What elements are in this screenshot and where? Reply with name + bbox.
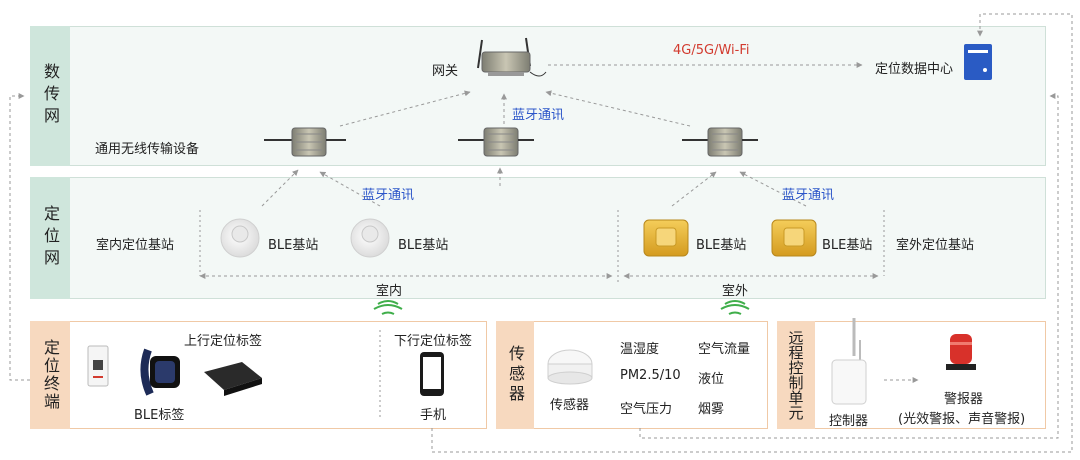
ble-station-label-4: BLE基站 [822, 238, 873, 253]
indoor-station-label: 室内定位基站 [96, 238, 175, 253]
wristband-tag-icon [140, 348, 180, 396]
ble-dome-icon-2 [350, 218, 390, 258]
phone-icon [420, 352, 444, 396]
ble-dome-icon-1 [220, 218, 260, 258]
server-icon [964, 44, 992, 80]
wireless-device-label: 通用无线传输设备 [95, 142, 200, 157]
phone-label: 手机 [420, 408, 447, 423]
gateway-router-icon [477, 37, 547, 77]
uplink-label: 4G/5G/Wi-Fi [673, 43, 750, 58]
transmission-layer-label: 数传网 [30, 26, 70, 166]
indoor-arrow-1 [261, 169, 299, 207]
outdoor-arrow-2 [739, 171, 807, 207]
sensor-device-label: 传感器 [550, 398, 590, 413]
outdoor-arrow-1 [671, 171, 717, 207]
transmission-bluetooth-label: 蓝牙通讯 [512, 108, 565, 123]
box-tag-icon [204, 362, 262, 396]
feedback-loop-left [9, 93, 30, 381]
ble-station-label-3: BLE基站 [696, 238, 747, 253]
sensor-item-humidity: 温湿度 [620, 342, 660, 357]
repeater-left-arrow [339, 90, 471, 127]
feedback-loop-top [431, 13, 1073, 453]
positioning-bluetooth-right: 蓝牙通讯 [782, 188, 835, 203]
alarm-description: (光效警报、声音警报) [898, 412, 1026, 427]
repeater-left-icon [264, 127, 346, 157]
controller-icon [831, 318, 867, 405]
remote-band [777, 321, 1046, 429]
ble-road-stud-icon-2 [771, 219, 817, 257]
repeater-right-icon [682, 127, 758, 157]
positioning-layer-label: 定位网 [30, 177, 70, 299]
ble-tag-label: BLE标签 [134, 408, 185, 423]
gateway-label: 网关 [432, 64, 459, 79]
badge-tag-icon [87, 345, 109, 387]
repeater-right-arrow [545, 90, 691, 127]
sensor-item-smoke: 烟雾 [698, 402, 725, 417]
indoor-label: 室内 [376, 284, 403, 299]
ble-station-label-1: BLE基站 [268, 238, 319, 253]
signal-icon-outdoor [720, 300, 750, 315]
terminal-layer-label: 定位终端 [30, 321, 70, 429]
sensor-device-icon [547, 349, 593, 385]
terminal-band [30, 321, 487, 429]
signal-icon-indoor [373, 300, 403, 315]
sensor-item-liquid: 液位 [698, 372, 725, 387]
sensor-band [496, 321, 768, 429]
sensor-item-pm: PM2.5/10 [620, 368, 681, 383]
transmission-band [30, 26, 1046, 166]
datacenter-label: 定位数据中心 [875, 62, 954, 77]
feedback-loop-right [639, 93, 1059, 439]
controller-label: 控制器 [829, 414, 869, 429]
outdoor-label: 室外 [722, 284, 749, 299]
remote-layer-label: 远程控制单元 [777, 321, 815, 429]
positioning-bluetooth-left: 蓝牙通讯 [362, 188, 415, 203]
downlink-tag-title: 下行定位标签 [394, 334, 473, 349]
uplink-tag-title: 上行定位标签 [184, 334, 263, 349]
sensor-item-pressure: 空气压力 [620, 402, 673, 417]
repeater-mid-icon [458, 127, 534, 157]
sensor-item-airflow: 空气流量 [698, 342, 751, 357]
ble-station-label-2: BLE基站 [398, 238, 449, 253]
ble-road-stud-icon-1 [643, 219, 689, 257]
outdoor-station-label: 室外定位基站 [896, 238, 975, 253]
alarm-label: 警报器 [944, 392, 984, 407]
sensor-layer-label: 传感器 [496, 321, 534, 429]
alarm-icon [946, 334, 976, 370]
